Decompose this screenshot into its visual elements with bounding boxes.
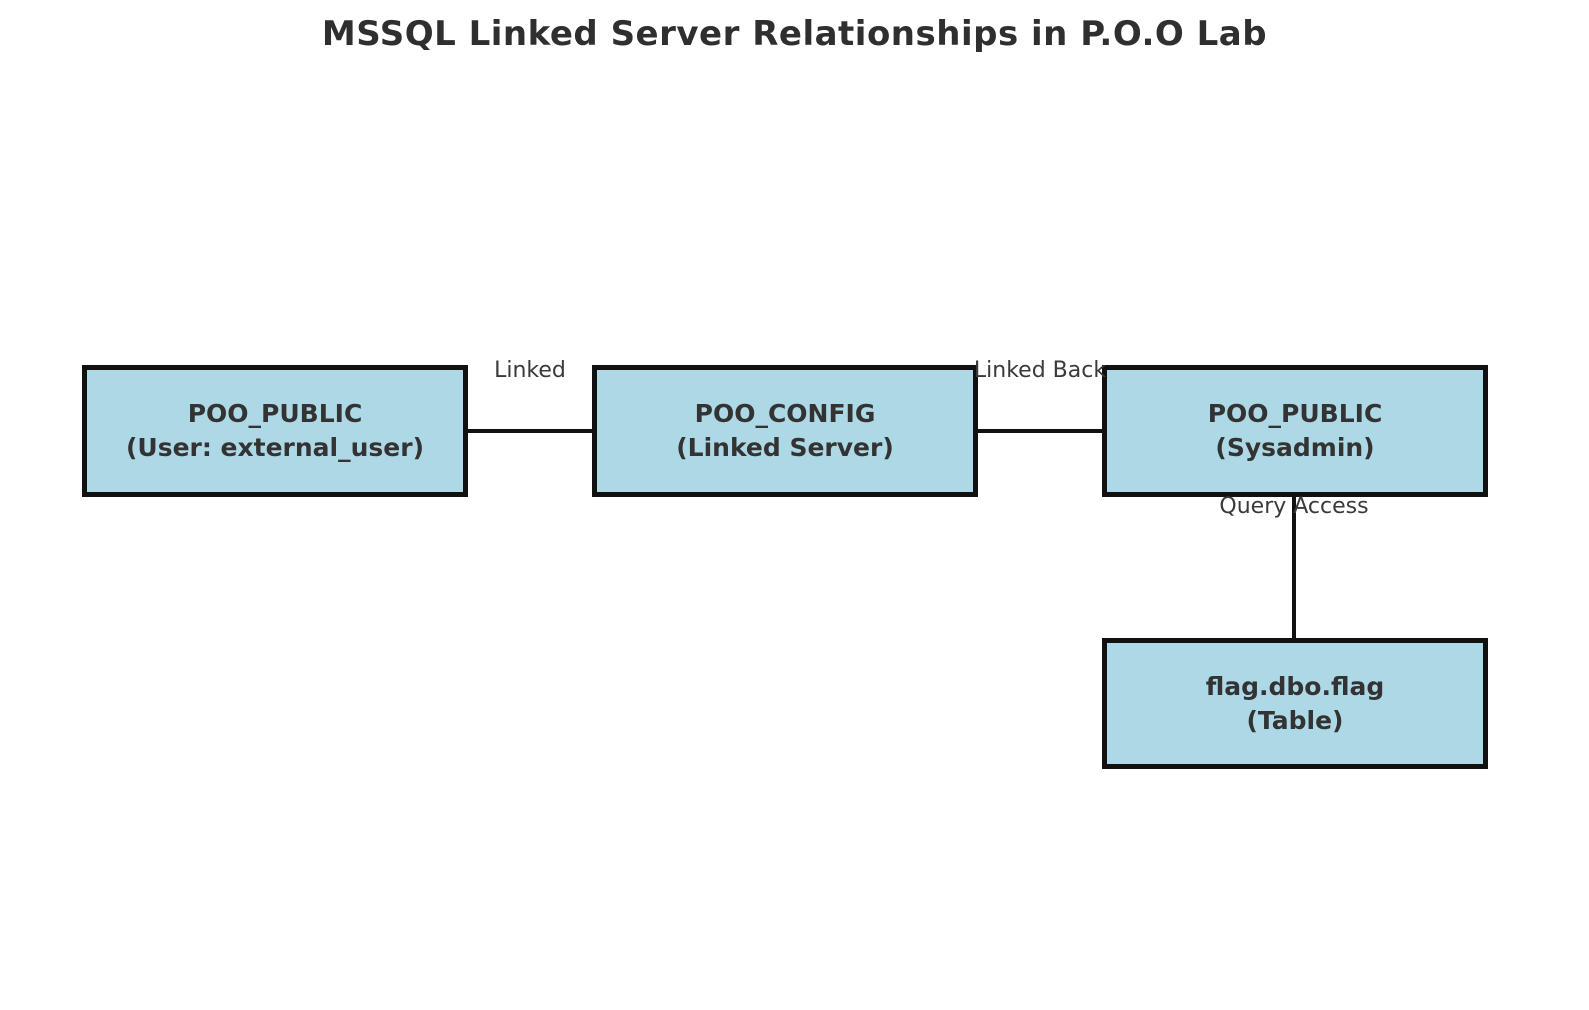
diagram-title: MSSQL Linked Server Relationships in P.O… — [321, 14, 1268, 54]
node-label-line1: POO_PUBLIC — [187, 399, 363, 429]
node-label-line1: POO_CONFIG — [694, 399, 876, 429]
node-label-line2: (Sysadmin) — [1215, 433, 1375, 462]
edge-label-linked-back: Linked Back — [973, 358, 1107, 383]
edge-query-access-line — [1292, 495, 1296, 638]
node-label-line1: flag.dbo.flag — [1205, 671, 1385, 701]
edge-linked-back-line — [978, 429, 1102, 433]
node-poo-public-external-user: POO_PUBLIC (User: external_user) — [82, 365, 468, 497]
edge-label-linked: Linked — [494, 358, 566, 383]
node-label-line1: POO_PUBLIC — [1207, 399, 1383, 429]
node-poo-config-linked-server: POO_CONFIG (Linked Server) — [592, 365, 978, 497]
node-poo-public-sysadmin: POO_PUBLIC (Sysadmin) — [1102, 365, 1488, 497]
node-label-line2: (User: external_user) — [125, 433, 425, 462]
node-label-line2: (Linked Server) — [676, 433, 894, 462]
node-flag-dbo-flag-table: flag.dbo.flag (Table) — [1102, 638, 1488, 769]
edge-linked-line — [468, 429, 592, 433]
edge-label-query-access: Query Access — [1219, 494, 1369, 519]
node-label-line2: (Table) — [1246, 705, 1344, 735]
